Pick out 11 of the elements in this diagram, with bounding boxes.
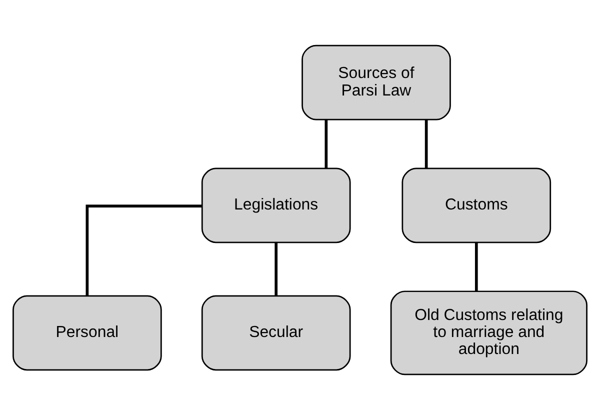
connector [474,242,478,291]
connector [424,120,428,168]
node-box: Legislations [201,168,351,244]
node-box: Secular [201,295,351,371]
connector [324,120,328,168]
node-box: Sources of Parsi Law [302,44,451,120]
connector [86,204,202,296]
connector [274,242,278,296]
node-box: Customs [402,168,552,244]
node-box: Old Customs relating to marriage and adoption [390,290,588,376]
node-box: Personal [12,295,162,371]
